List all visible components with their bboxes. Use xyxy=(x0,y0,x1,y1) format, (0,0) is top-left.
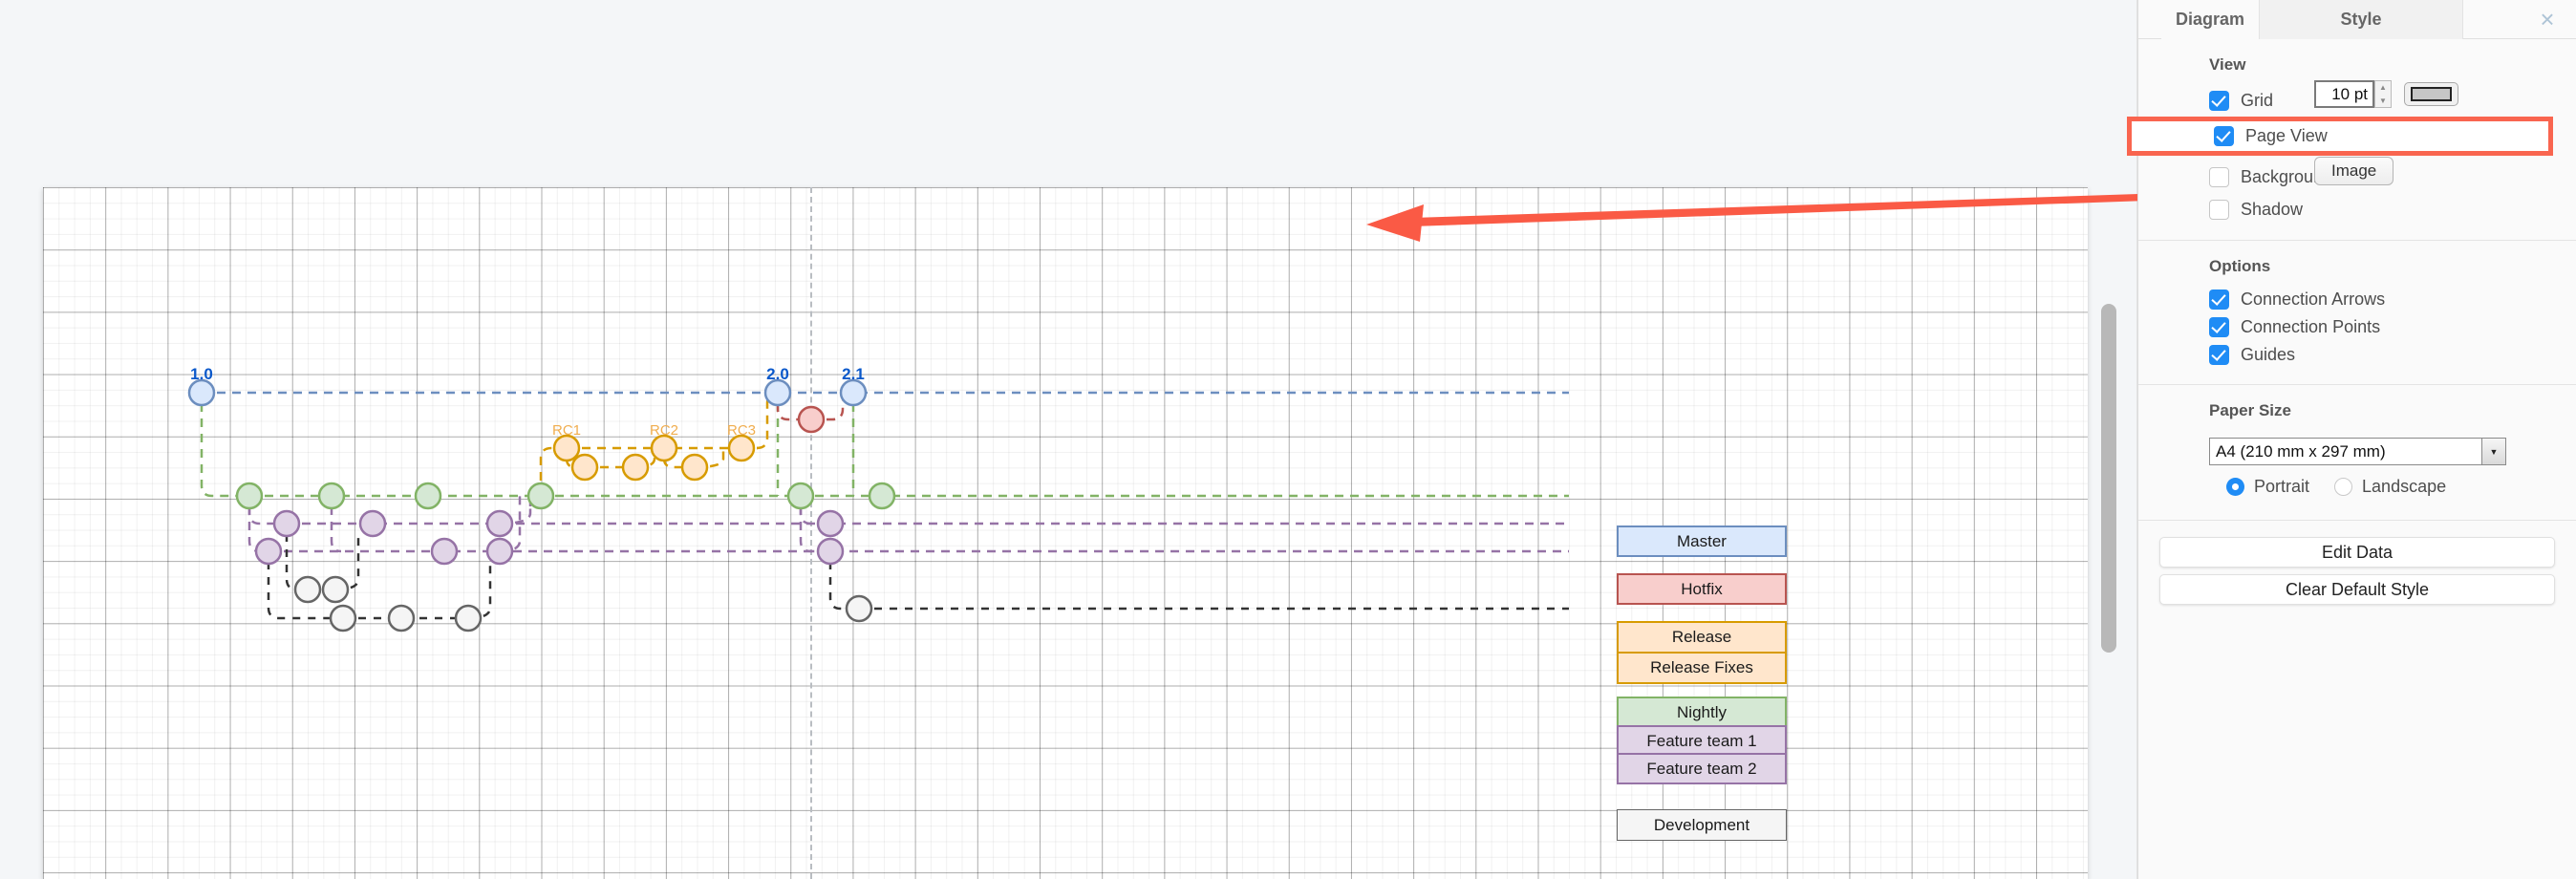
grid-size-input[interactable]: 10 pt xyxy=(2314,80,2374,108)
panel-tabbar: Diagram Style × xyxy=(2138,0,2576,39)
connection-points-label: Connection Points xyxy=(2241,317,2381,336)
grid-size-stepper[interactable]: ▲ ▼ xyxy=(2374,80,2392,108)
paper-size-title: Paper Size xyxy=(2209,401,2291,419)
lane-label-hotfix[interactable]: Hotfix xyxy=(1617,573,1787,605)
background-label: Background xyxy=(2241,166,2333,186)
lane-label-feature-team-2[interactable]: Feature team 2 xyxy=(1617,753,1787,784)
background-image-button[interactable]: Image xyxy=(2314,157,2394,185)
paper-size-value: A4 (210 mm x 297 mm) xyxy=(2216,441,2386,461)
grid-row: Grid 10 pt ▲ ▼ xyxy=(2138,80,2576,117)
section-divider-2 xyxy=(2138,384,2576,385)
lane-label-nightly[interactable]: Nightly xyxy=(1617,697,1787,728)
commit-node-nightly xyxy=(235,482,896,510)
lane-label-release-fixes[interactable]: Release Fixes xyxy=(1617,653,1787,684)
options-section: Options Connection Arrows Connection Poi… xyxy=(2138,241,2576,378)
stepper-up-icon[interactable]: ▲ xyxy=(2379,83,2387,93)
options-section-title: Options xyxy=(2209,257,2271,275)
format-panel: Diagram Style × View Grid 10 pt ▲ ▼ Page… xyxy=(2127,0,2576,879)
shadow-label: Shadow xyxy=(2241,199,2304,219)
actions-section: Edit Data Clear Default Style xyxy=(2138,521,2576,605)
close-icon[interactable]: × xyxy=(2540,5,2555,33)
commit-node-master xyxy=(187,378,868,407)
view-section-title: View xyxy=(2209,55,2246,74)
guides-checkbox[interactable] xyxy=(2209,345,2229,365)
page-view-row[interactable]: Page View xyxy=(2127,117,2553,156)
portrait-label: Portrait xyxy=(2254,477,2310,496)
grid-size-controls: 10 pt ▲ ▼ xyxy=(2314,80,2458,108)
scrollbar-thumb[interactable] xyxy=(2101,304,2116,653)
rc-tag-rc2: RC2 xyxy=(650,422,678,439)
version-tag-2-0: 2.0 xyxy=(766,365,789,383)
commit-node-release-fixes xyxy=(570,453,709,482)
chevron-down-icon[interactable]: ▼ xyxy=(2481,439,2505,464)
clear-default-style-button[interactable]: Clear Default Style xyxy=(2159,574,2555,605)
landscape-label: Landscape xyxy=(2362,477,2447,496)
rc-tag-rc1: RC1 xyxy=(552,422,581,439)
version-tag-1-0: 1.0 xyxy=(190,365,213,383)
grid-color-button[interactable] xyxy=(2404,82,2458,106)
grid-label: Grid xyxy=(2241,90,2274,110)
commit-node-feature-team-2 xyxy=(254,537,845,566)
orientation-row: Portrait Landscape xyxy=(2138,477,2576,497)
version-tag-2-1: 2.1 xyxy=(842,365,865,383)
paper-size-section: Paper Size A4 (210 mm x 297 mm) ▼ Portra… xyxy=(2138,385,2576,506)
shadow-checkbox[interactable] xyxy=(2209,199,2229,220)
page-view-label: Page View xyxy=(2245,126,2328,145)
panel-divider xyxy=(2136,0,2137,879)
section-divider-1 xyxy=(2138,240,2576,241)
background-checkbox[interactable] xyxy=(2209,166,2229,187)
lane-label-master[interactable]: Master xyxy=(1617,525,1787,557)
shadow-row: Shadow xyxy=(2138,194,2576,225)
diagram-page[interactable]: 1.0 2.0 2.1 RC1 RC2 RC3 Master Hotfix Re… xyxy=(43,187,2088,879)
canvas-vertical-scrollbar[interactable] xyxy=(2098,187,2117,879)
paper-size-select[interactable]: A4 (210 mm x 297 mm) ▼ xyxy=(2209,438,2506,465)
rc-tag-rc3: RC3 xyxy=(727,422,756,439)
edit-data-button[interactable]: Edit Data xyxy=(2159,537,2555,568)
connection-arrows-label: Connection Arrows xyxy=(2241,289,2386,309)
connection-points-row: Connection Points xyxy=(2138,313,2576,341)
tab-diagram[interactable]: Diagram xyxy=(2161,0,2259,39)
commit-node-release xyxy=(552,434,756,462)
page-break-line xyxy=(810,187,812,879)
guides-label: Guides xyxy=(2241,345,2296,364)
lane-label-development[interactable]: Development xyxy=(1617,809,1787,841)
connection-arrows-row: Connection Arrows xyxy=(2138,286,2576,313)
connection-arrows-checkbox[interactable] xyxy=(2209,289,2229,310)
commit-node-development xyxy=(293,575,873,632)
portrait-radio[interactable] xyxy=(2226,478,2244,496)
connection-points-checkbox[interactable] xyxy=(2209,317,2229,337)
diagram-canvas-area[interactable]: 1.0 2.0 2.1 RC1 RC2 RC3 Master Hotfix Re… xyxy=(0,0,2117,879)
lane-label-release[interactable]: Release xyxy=(1617,621,1787,653)
page-view-checkbox[interactable] xyxy=(2214,126,2234,146)
stepper-down-icon[interactable]: ▼ xyxy=(2379,96,2387,105)
grid-checkbox[interactable] xyxy=(2209,90,2229,111)
commit-node-feature-team-1 xyxy=(272,509,845,538)
commit-node-hotfix xyxy=(797,405,826,434)
view-section: View Grid 10 pt ▲ ▼ Page View Background… xyxy=(2127,39,2576,234)
git-branch-diagram: 1.0 2.0 2.1 RC1 RC2 RC3 xyxy=(187,365,1569,632)
guides-row: Guides xyxy=(2138,341,2576,369)
section-divider-3 xyxy=(2138,520,2576,521)
landscape-radio[interactable] xyxy=(2334,478,2353,496)
background-row: Background Image xyxy=(2138,157,2576,194)
tab-style[interactable]: Style xyxy=(2259,0,2463,39)
